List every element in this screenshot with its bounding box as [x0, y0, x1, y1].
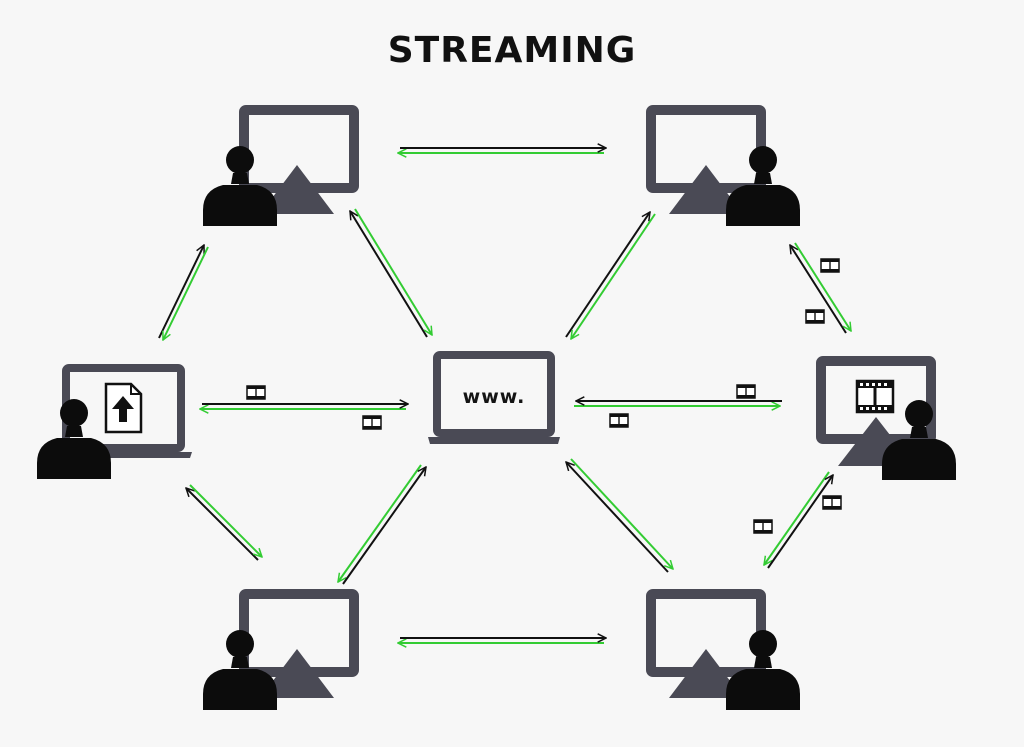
monitor-user-icon: [203, 589, 359, 710]
film-tokens: [246, 258, 842, 534]
arrow-server-topright: [565, 212, 656, 339]
arrow-source-server: [200, 404, 408, 409]
laptop-web-server-icon: www.: [428, 351, 560, 444]
arrow-topleft-server: [350, 208, 432, 338]
monitor-film-user-icon: [816, 356, 956, 480]
film-icon: [362, 415, 382, 430]
monitor-user-icon: [646, 105, 800, 226]
arrow-topright-viewer: [790, 242, 851, 334]
laptop-upload-user-icon: [37, 364, 192, 479]
monitor-user-icon: [646, 589, 800, 710]
arrow-bottomleft-bottomright: [398, 638, 606, 643]
arrow-topleft-topright: [398, 148, 606, 153]
monitor-user-icon: [203, 105, 359, 226]
arrow-source-bottomleft: [186, 484, 262, 561]
film-icon: [805, 309, 825, 324]
film-icon: [736, 384, 756, 399]
server-label: www.: [463, 386, 526, 408]
arrow-server-viewer: [574, 401, 782, 406]
diagram-title: STREAMING: [387, 30, 637, 71]
upload-file-icon: [104, 382, 143, 434]
film-icon: [753, 519, 773, 534]
film-icon: [246, 385, 266, 400]
arrows: [158, 148, 851, 643]
film-icon: [822, 495, 842, 510]
film-reel-icon: [855, 379, 895, 414]
arrow-server-bottomleft: [338, 464, 426, 585]
film-icon: [609, 413, 629, 428]
arrow-source-topleft: [158, 245, 209, 340]
arrow-server-bottomright: [566, 458, 673, 573]
arrow-viewer-bottomright: [764, 471, 833, 569]
film-icon: [820, 258, 840, 273]
